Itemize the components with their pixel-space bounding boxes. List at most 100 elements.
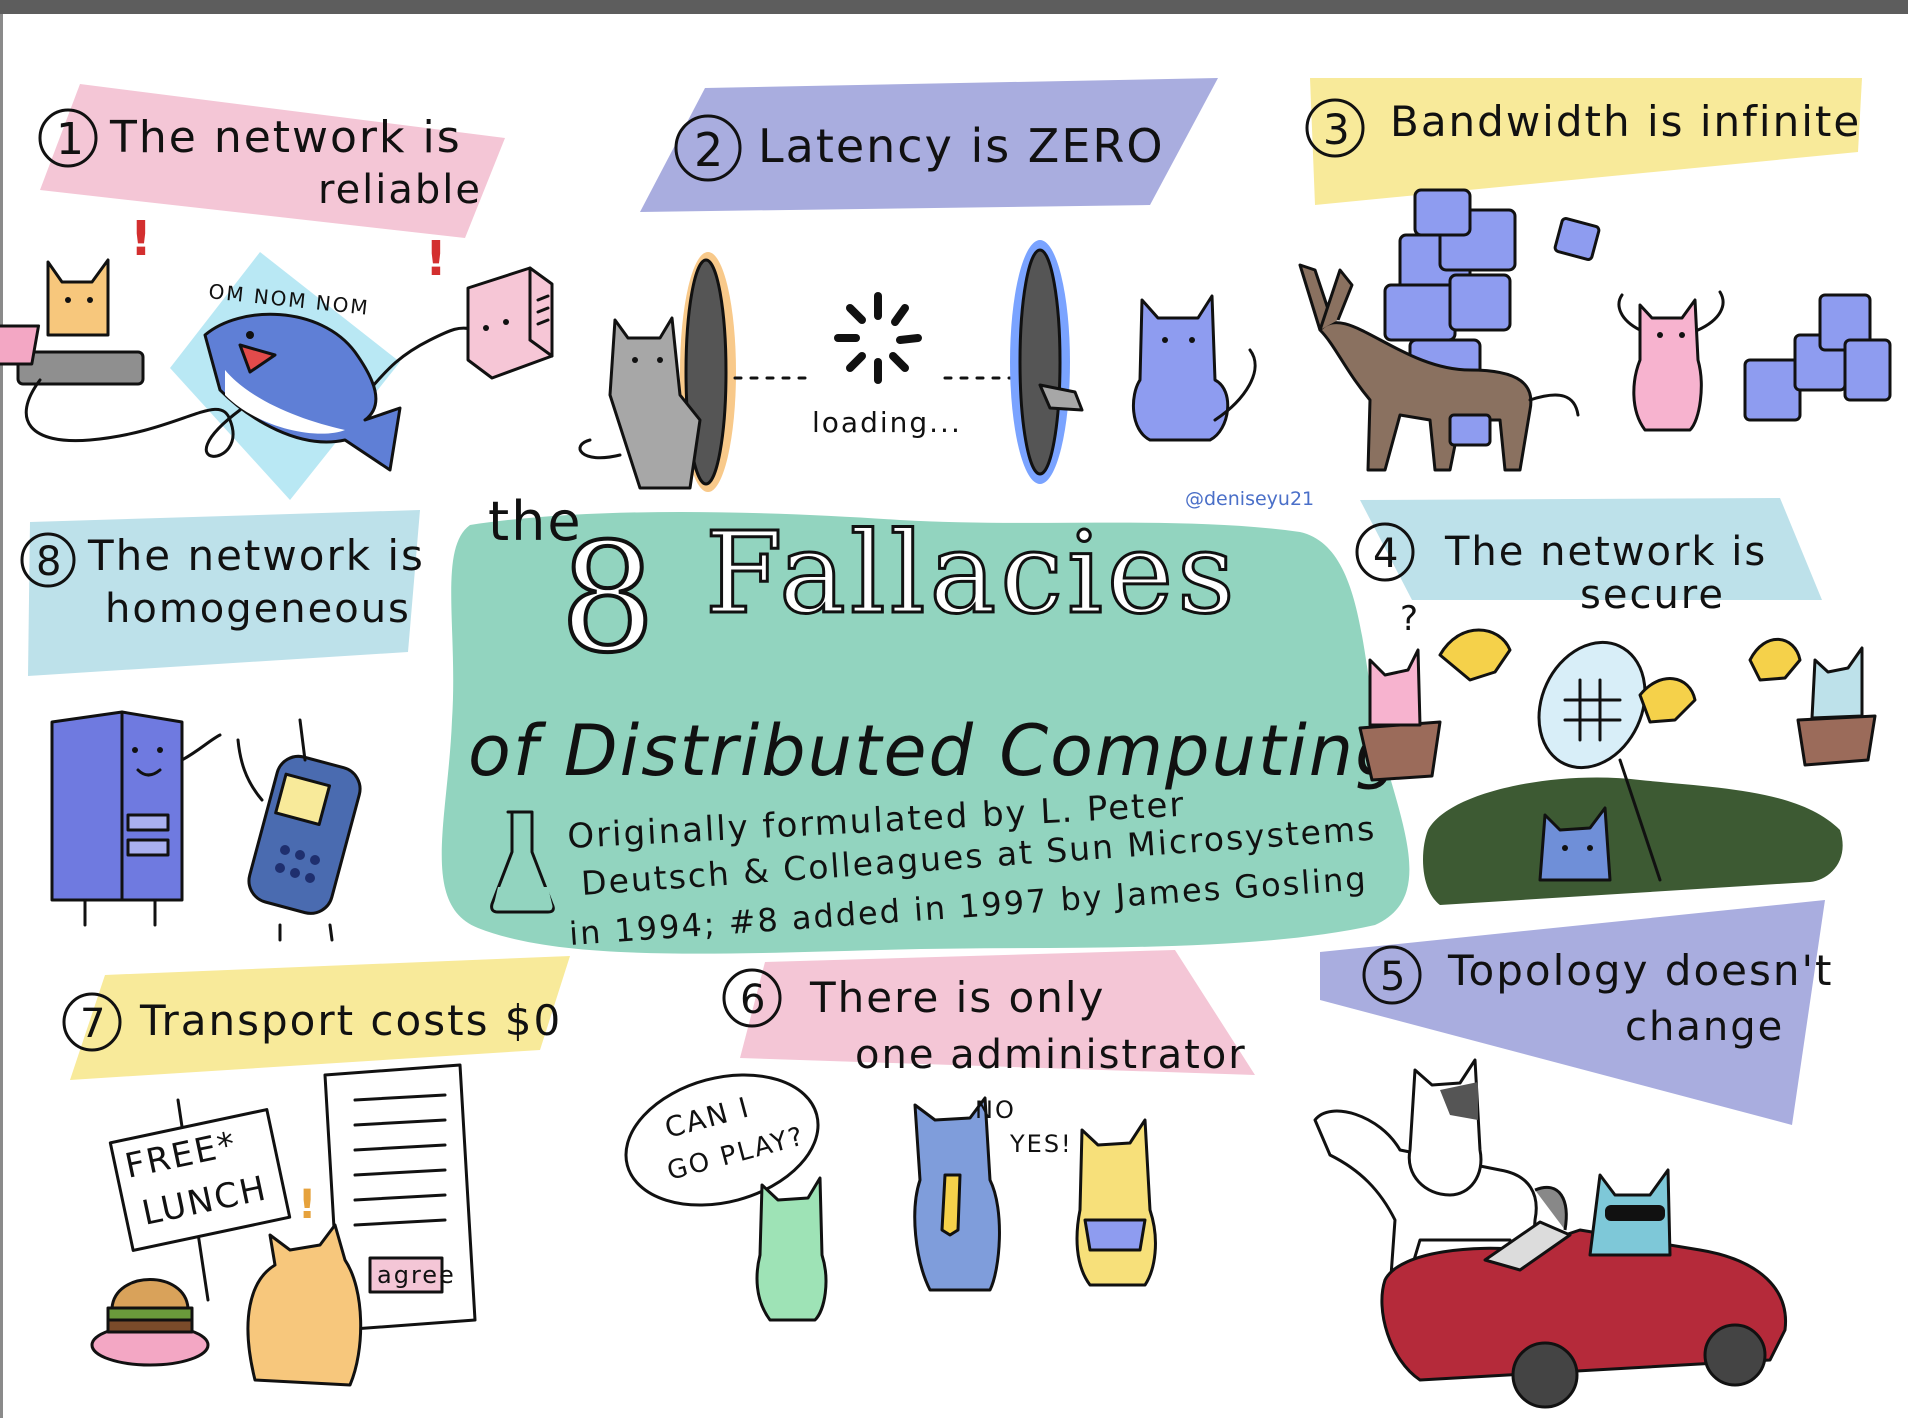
question-mark: ?	[1400, 599, 1420, 639]
number-badge-2	[674, 114, 742, 182]
fallacy-2-num: 2	[694, 123, 725, 177]
left-edge	[0, 14, 3, 1418]
fallacy-4-line1: The network is	[1444, 529, 1767, 575]
fallacy-7-num: 7	[80, 1001, 107, 1047]
exclaim-2: !	[425, 231, 447, 287]
bird-icon-3	[1748, 637, 1802, 682]
credit-handle: @deniseyu21	[1185, 488, 1314, 510]
network-cable-2	[358, 326, 477, 402]
banner-4	[1360, 498, 1822, 600]
illustration-administrator: CAN I GO PLAY? NO YES!	[624, 1073, 1157, 1322]
shark-icon	[203, 312, 402, 472]
package-pile-icon	[1743, 293, 1892, 422]
top-bar	[0, 0, 1908, 14]
number-badge-6	[722, 968, 782, 1028]
title-number: 8	[560, 512, 655, 686]
fallacy-3-num: 3	[1323, 105, 1352, 154]
bird-icon	[1438, 628, 1512, 682]
fallacy-8-num: 8	[36, 539, 63, 585]
banner-1	[40, 84, 505, 238]
fridge-icon	[50, 710, 222, 927]
free-lunch-sign	[108, 1108, 292, 1252]
cat-cool-icon	[1588, 1168, 1672, 1257]
fallacy-7-line1: Transport costs $0	[139, 996, 562, 1045]
loading-spinner-icon	[834, 292, 922, 384]
cat-yellow-icon	[1075, 1118, 1157, 1287]
fallacy-2-line1: Latency is ZERO	[758, 119, 1165, 173]
fallacy-1-num: 1	[56, 114, 86, 165]
horse-icon	[1313, 1109, 1568, 1292]
server-icon	[466, 266, 554, 380]
network-cable	[24, 378, 242, 458]
title-blob	[441, 511, 1410, 954]
title-word: Fallacies	[705, 509, 1239, 639]
title-subtitle: of Distributed Computing	[468, 710, 1402, 792]
fallacy-6-line1: There is only	[809, 973, 1105, 1022]
illustration-reliable: ! OM NOM NOM !	[0, 211, 554, 500]
cat-blue-icon	[1131, 294, 1257, 442]
banner-2	[640, 78, 1218, 212]
fallacy-8-line2: homogeneous	[105, 586, 411, 632]
banner-3	[1310, 78, 1862, 205]
bush	[1423, 777, 1843, 905]
number-badge-4	[1355, 522, 1415, 582]
cat-orange-icon-2	[246, 1223, 363, 1387]
illustration-topology	[1313, 1058, 1788, 1409]
pot-right-icon	[1796, 646, 1877, 767]
cat-grey-paw	[1038, 383, 1084, 412]
cat-green-icon	[755, 1176, 828, 1322]
laptop-icon	[0, 324, 41, 366]
fallacy-6-num: 6	[740, 977, 767, 1023]
cat-grey-icon	[578, 316, 702, 490]
red-car-icon	[1380, 1220, 1788, 1409]
fallacy-4-line2: secure	[1580, 572, 1725, 618]
sunglasses-icon	[1605, 1205, 1665, 1221]
cat-blue-boss-icon	[913, 1096, 1001, 1292]
exclaim-3: !	[298, 1182, 316, 1228]
cat-pink-icon	[1617, 290, 1725, 432]
thrown-package	[1553, 217, 1601, 261]
butterfly-net-icon	[1537, 640, 1662, 882]
fallacy-1-line2: reliable	[318, 167, 482, 213]
number-badge-5	[1362, 945, 1422, 1005]
number-badge-1	[38, 108, 98, 168]
fallacy-1-line1: The network is	[109, 112, 462, 163]
exclaim-1: !	[130, 211, 152, 267]
fallacy-5-line2: change	[1625, 1004, 1784, 1050]
speech-bubble	[624, 1073, 820, 1207]
title-the: the	[488, 490, 583, 553]
speech-yes: YES!	[1009, 1130, 1073, 1158]
illustration-secure: ?	[1358, 599, 1877, 905]
burger-icon	[90, 1278, 210, 1367]
illustration-latency: loading...	[578, 240, 1257, 492]
number-badge-7	[62, 992, 122, 1052]
banner-5	[1320, 900, 1825, 1125]
pot-left-icon	[1358, 648, 1442, 782]
mobile-phone-icon	[236, 718, 362, 942]
agree-text: agree	[377, 1261, 456, 1289]
fallacy-3-line1: Bandwidth is infinite	[1390, 97, 1861, 146]
number-badge-3	[1305, 98, 1365, 158]
number-badge-8	[20, 532, 76, 588]
fallacy-5-num: 5	[1380, 954, 1407, 1000]
cat-hiding-icon	[1538, 806, 1612, 882]
donkey-icon	[1298, 263, 1580, 472]
cat-orange-icon	[46, 258, 110, 337]
flask-icon	[490, 810, 555, 914]
falling-package	[1448, 413, 1492, 447]
speech-no: NO	[975, 1096, 1016, 1124]
fallacy-4-num: 4	[1373, 531, 1400, 577]
banner-8	[28, 510, 420, 676]
banner-6	[740, 950, 1255, 1075]
illustration-homogeneous	[50, 710, 362, 942]
cat-calico-icon	[1407, 1058, 1483, 1197]
illustration-transport: FREE* LUNCH agree !	[90, 1063, 477, 1387]
agree-button	[368, 1256, 444, 1294]
loading-text: loading...	[812, 406, 962, 439]
fallacy-6-line2: one administrator	[855, 1032, 1247, 1078]
banner-7	[70, 956, 570, 1080]
fallacy-5-line1: Topology doesn't	[1447, 946, 1834, 995]
illustration-bandwidth	[1298, 188, 1892, 472]
bird-icon-2	[1638, 677, 1697, 724]
